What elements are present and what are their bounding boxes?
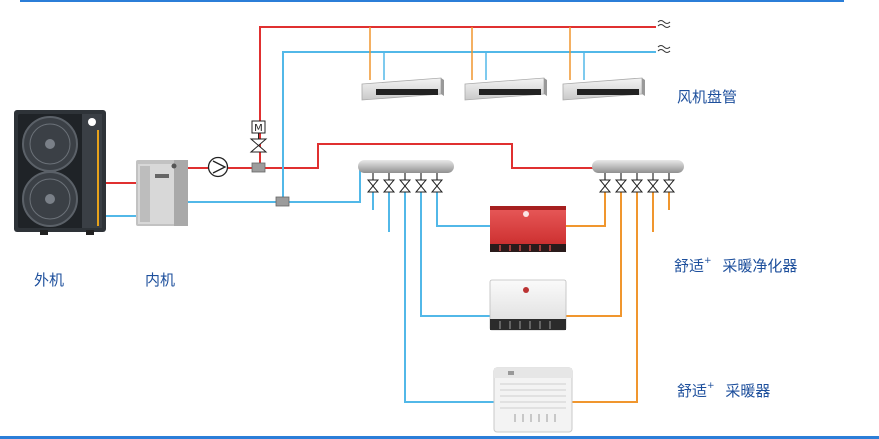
comfort-heater-label: 舒适+ 采暖器 (677, 381, 771, 400)
comfort-purifier-prefix: 舒适 (674, 257, 705, 275)
fan-coil-label: 风机盘管 (677, 88, 738, 106)
comfort-purifier-white (489, 279, 567, 331)
pipe-break-marks (657, 20, 671, 53)
outdoor-unit (14, 110, 106, 235)
manifold-1 (358, 160, 454, 180)
outdoor-unit-label: 外机 (34, 271, 65, 289)
indoor-unit (136, 160, 188, 226)
manifold-valve-icons (366, 179, 676, 193)
bottom-frame-line (0, 436, 879, 439)
indoor-unit-label: 内机 (145, 271, 176, 289)
supply-pipes (104, 26, 656, 184)
fan-coil-unit (464, 77, 547, 101)
fancoil-branch-pipes (369, 27, 585, 80)
comfort-heater-suffix: 采暖器 (725, 382, 771, 400)
motor-valve-icon: M (249, 120, 268, 153)
return-pipes (104, 51, 656, 403)
comfort-heater (493, 367, 573, 433)
pipe-tees (251, 162, 290, 207)
comfort-heater-plus: + (707, 381, 715, 391)
comfort-purifier-red (490, 206, 566, 252)
comfort-purifier-label: 舒适+ 采暖净化器 (674, 256, 798, 275)
top-frame-line (20, 0, 844, 2)
fan-coil-unit (562, 77, 645, 101)
manifold2-branch-pipes (566, 192, 670, 403)
comfort-heater-prefix: 舒适 (677, 382, 708, 400)
circulation-pump-icon (207, 156, 229, 178)
motor-valve-label: M (254, 123, 263, 134)
manifold-2 (592, 160, 684, 180)
comfort-purifier-suffix: 采暖净化器 (722, 257, 798, 275)
fan-coil-unit (361, 77, 444, 101)
comfort-purifier-plus: + (704, 256, 712, 266)
